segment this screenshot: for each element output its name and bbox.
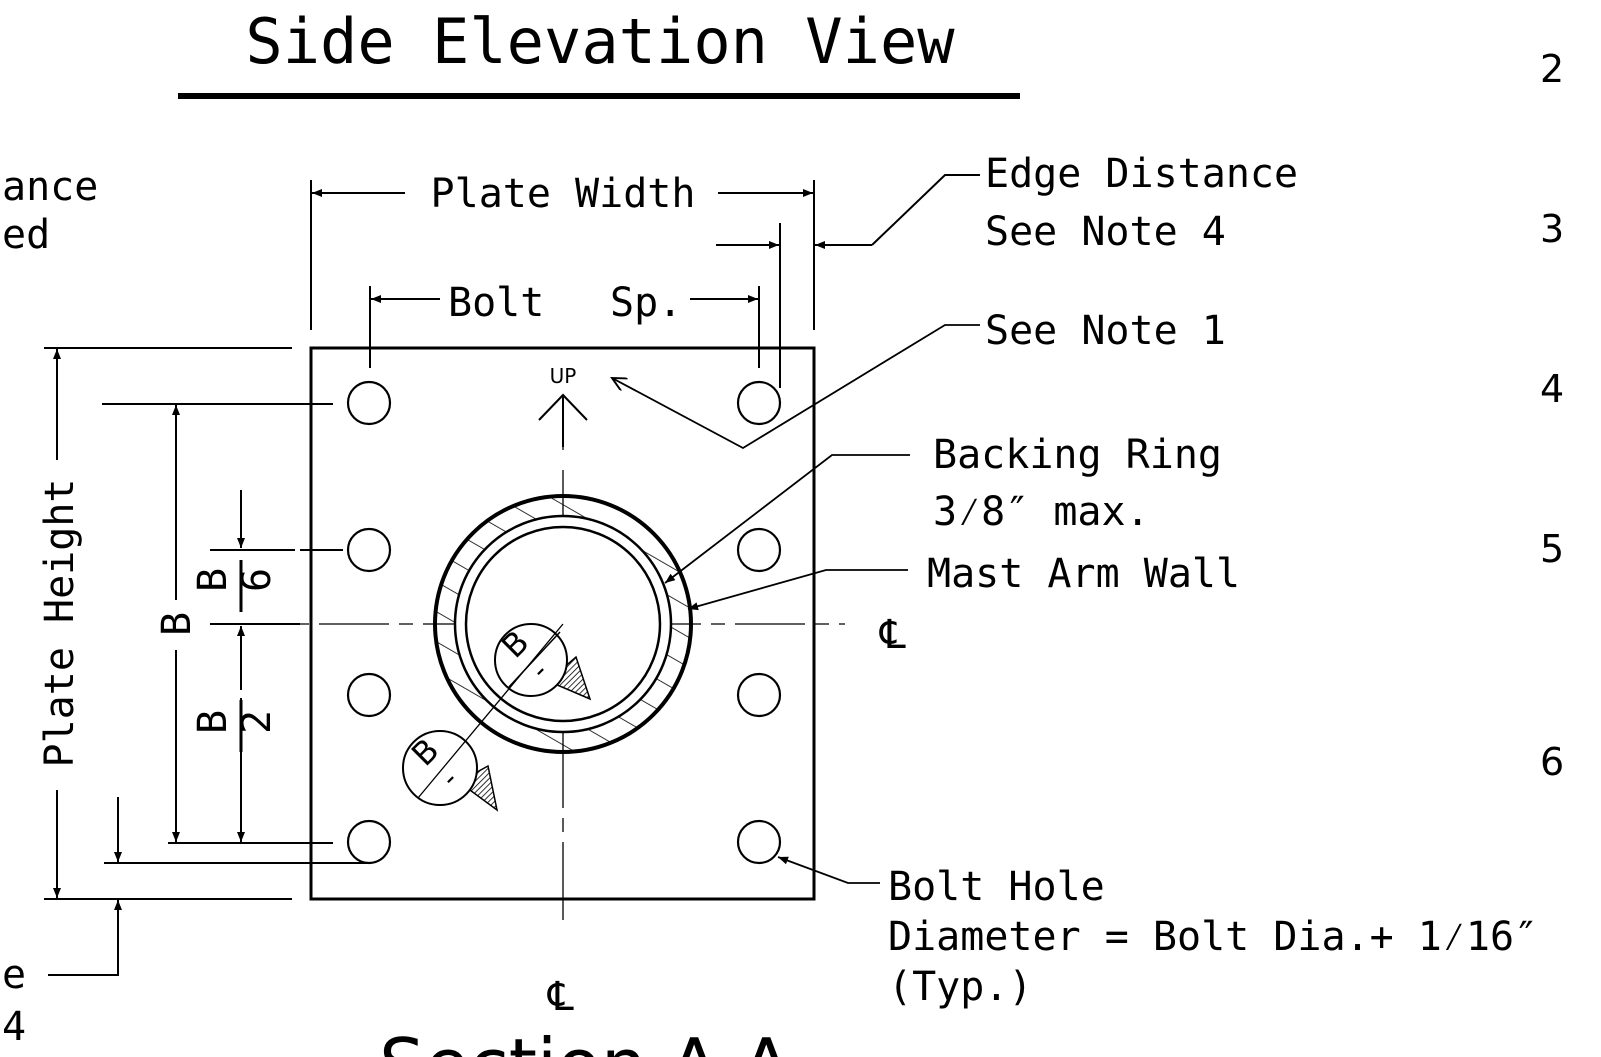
drawing-title: Side Elevation View (245, 5, 955, 78)
backing-ring-label: Backing Ring (933, 432, 1222, 478)
backing-ring-leader (664, 454, 910, 584)
bolt-hole (736, 672, 782, 718)
see-note-1-label: See Note 1 (985, 308, 1226, 354)
b-over-2-denominator: 2 (234, 710, 280, 734)
edge-distance-label-2: See Note 4 (985, 209, 1226, 255)
bolt-spacing-label-2: Sp. (610, 280, 682, 326)
bolt-hole-typical: (Typ.) (888, 964, 1033, 1010)
margin-number: 5 (1540, 527, 1564, 571)
mast-arm-wall-leader (687, 569, 908, 611)
edge-distance-dimension (716, 174, 980, 388)
see-note-1-leader (612, 324, 980, 450)
weld-detail-outer: B - (402, 623, 564, 812)
plate-height-dimension (44, 347, 292, 900)
bolt-hole-leader (777, 856, 880, 884)
b-over-6-dimension (210, 490, 343, 690)
margin-number: 3 (1540, 207, 1564, 251)
b-over-2-dimension (48, 698, 370, 976)
bolt-hole (736, 819, 782, 865)
b-over-6-numerator: B (190, 568, 236, 592)
bolt-spacing-dimension (369, 286, 760, 368)
bolt-hole (346, 380, 392, 426)
b-over-2-numerator: B (190, 710, 236, 734)
bolt-hole (346, 527, 392, 573)
weld-detail-inner: B - (494, 623, 592, 701)
backing-ring-size: 3⁄8″ max. (933, 489, 1150, 535)
left-label-top-2: ed (2, 212, 50, 258)
b-label: B (154, 612, 200, 636)
b-over-6-denominator: 6 (234, 568, 280, 592)
plate-width-dimension (310, 180, 815, 330)
left-label-bottom-2: 4 (2, 1004, 26, 1050)
bolt-hole (346, 672, 392, 718)
bolt-holes (346, 380, 782, 865)
b-dimension (102, 403, 333, 844)
centerline-symbol-horizontal: ℄ (879, 612, 906, 658)
left-label-top-1: ance (2, 164, 98, 210)
section-label: Section A-A (379, 1023, 791, 1057)
bolt-hole (736, 380, 782, 426)
left-label-bottom-1: e (2, 952, 26, 998)
plate-width-label: Plate Width (431, 171, 696, 217)
bolt-hole (346, 819, 392, 865)
bolt-hole-diameter: Diameter = Bolt Dia.+ 1⁄16″ (888, 914, 1538, 960)
bolt-hole (736, 527, 782, 573)
plate-height-label: Plate Height (37, 479, 83, 768)
margin-number: 4 (1540, 367, 1564, 411)
up-arrow-icon (538, 393, 588, 447)
mast-arm-wall-label: Mast Arm Wall (927, 551, 1240, 597)
bolt-spacing-label-1: Bolt (448, 280, 544, 326)
margin-number: 6 (1540, 740, 1564, 784)
right-margin-numbers: 2 3 4 5 6 (1540, 47, 1564, 784)
bolt-hole-label: Bolt Hole (888, 864, 1105, 910)
centerline-symbol-vertical: ℄ (547, 974, 574, 1020)
edge-distance-label-1: Edge Distance (985, 151, 1298, 197)
margin-number: 2 (1540, 47, 1564, 91)
up-label: UP (550, 364, 577, 388)
